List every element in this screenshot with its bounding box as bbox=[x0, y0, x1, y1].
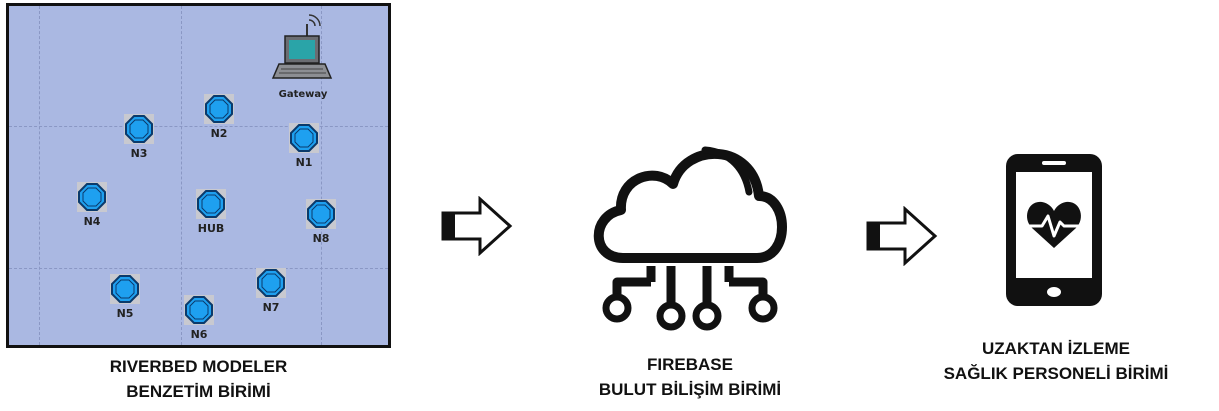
node-label: N5 bbox=[116, 307, 134, 320]
caption-line: UZAKTAN İZLEME bbox=[982, 339, 1130, 358]
node-n2: N2 bbox=[199, 94, 239, 142]
caption-line: SAĞLIK PERSONELİ BİRİMİ bbox=[943, 364, 1169, 383]
gateway-label: Gateway bbox=[278, 89, 328, 100]
sensor-node-icon bbox=[111, 275, 139, 303]
node-label: HUB bbox=[197, 222, 225, 235]
node-label: N8 bbox=[312, 232, 330, 245]
arrow-right-icon bbox=[441, 196, 513, 256]
node-n4: N4 bbox=[72, 182, 112, 230]
sensor-node-icon bbox=[185, 296, 213, 324]
sensor-node-icon bbox=[257, 269, 285, 297]
grid-line bbox=[9, 126, 388, 127]
grid-line bbox=[39, 6, 40, 345]
caption-line: BULUT BİLİŞİM BİRİMİ bbox=[598, 380, 782, 399]
caption-line: RIVERBED MODELER bbox=[109, 357, 288, 376]
sensor-node-icon bbox=[290, 124, 318, 152]
node-label: N7 bbox=[262, 301, 280, 314]
node-hub: HUB bbox=[191, 189, 231, 237]
node-label: N4 bbox=[83, 215, 101, 228]
node-n7: N7 bbox=[251, 268, 291, 316]
monitor-caption: UZAKTAN İZLEME SAĞLIK PERSONELİ BİRİMİ bbox=[900, 336, 1212, 386]
sensor-node-icon bbox=[307, 200, 335, 228]
caption-line: FIREBASE bbox=[647, 355, 733, 374]
grid-line bbox=[321, 6, 322, 345]
node-label: N3 bbox=[130, 147, 148, 160]
node-n8: N8 bbox=[301, 199, 341, 247]
sensor-node-icon bbox=[78, 183, 106, 211]
sensor-node-icon bbox=[205, 95, 233, 123]
node-n5: N5 bbox=[105, 274, 145, 322]
laptop-icon bbox=[271, 14, 333, 79]
smartphone-icon bbox=[1006, 154, 1102, 306]
grid-line bbox=[9, 268, 388, 269]
heart-pulse-icon bbox=[1024, 201, 1084, 248]
node-label: N1 bbox=[295, 156, 313, 169]
simulation-panel: Gateway N2 N3 N1 N4 HUB N8 N5 N7 bbox=[6, 3, 391, 348]
node-n3: N3 bbox=[119, 114, 159, 162]
node-label: N6 bbox=[190, 328, 208, 341]
node-label: N2 bbox=[210, 127, 228, 140]
grid-line bbox=[181, 6, 182, 345]
arrow-right-icon bbox=[866, 206, 938, 266]
caption-line: BENZETİM BİRİMİ bbox=[126, 382, 271, 401]
cloud-caption: FIREBASE BULUT BİLİŞİM BİRİMİ bbox=[560, 352, 820, 402]
node-n6: N6 bbox=[179, 295, 219, 343]
sensor-node-icon bbox=[125, 115, 153, 143]
cloud-icon bbox=[593, 146, 787, 331]
sensor-node-icon bbox=[197, 190, 225, 218]
node-n1: N1 bbox=[284, 123, 324, 171]
simulation-caption: RIVERBED MODELER BENZETİM BİRİMİ bbox=[6, 354, 391, 404]
gateway-node: Gateway bbox=[271, 12, 335, 102]
